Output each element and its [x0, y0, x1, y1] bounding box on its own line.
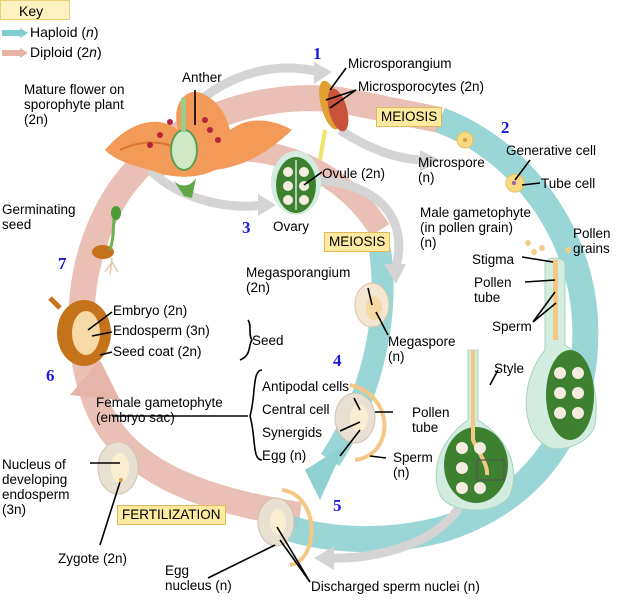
label-synergids: Synergids [262, 425, 323, 440]
pollen-grains [525, 240, 571, 255]
ovary-illustration [271, 151, 321, 215]
leader-lines [87, 67, 557, 583]
label-ovary: Ovary [273, 219, 310, 234]
label-microsporangium: Microsporangium [348, 56, 452, 71]
process-arrowhead-fertilization [314, 546, 334, 570]
process-arrowhead-top [314, 62, 332, 84]
process-arrowhead-microspore [420, 150, 440, 172]
label-sperm-top: Sperm [492, 319, 532, 334]
step-number-6: 6 [46, 366, 55, 385]
key-title: Key [0, 0, 70, 20]
label-microspore: Microspore(n) [418, 155, 485, 185]
label-sperm-mid: Sperm(n) [393, 450, 433, 480]
label-megaspore: Megaspore(n) [388, 334, 456, 364]
label-central-cell: Central cell [262, 402, 330, 417]
fertilization-box: FERTILIZATION [117, 505, 226, 525]
label-zygote: Zygote (2n) [58, 551, 128, 566]
label-microsporocytes: Microsporocytes (2n) [358, 79, 485, 94]
label-embryo: Embryo (2n) [113, 303, 188, 318]
label-anther: Anther [182, 70, 222, 85]
germinating-seed-illustration [92, 206, 121, 276]
step-number-7: 7 [58, 254, 67, 273]
step-number-3: 3 [242, 218, 251, 237]
endosperm-ovule [97, 441, 139, 495]
label-megasporangium: Megasporangium(2n) [246, 265, 351, 295]
process-arrow-microspore [337, 126, 426, 165]
step-number-1: 1 [313, 44, 322, 63]
label-female-gametophyte: Female gametophyte(embryo sac) [96, 395, 223, 425]
step-number-2: 2 [501, 118, 510, 137]
label-tube-cell: Tube cell [541, 176, 596, 191]
arrow-right-icon [2, 28, 28, 38]
embryo-sac-brace [249, 369, 263, 461]
label-stigma: Stigma [472, 252, 515, 267]
flower-illustration [105, 91, 292, 198]
diploid-cycle-arrow [68, 85, 443, 528]
process-arrowhead-ovary [258, 194, 276, 216]
process-arrow-ovary [146, 166, 263, 211]
label-generative-cell: Generative cell [506, 143, 597, 158]
arrow-right-icon [2, 48, 28, 58]
seed-illustration [48, 296, 111, 366]
label-ovule: Ovule (2n) [322, 166, 386, 181]
label-antipodal-cells: Antipodal cells [262, 379, 350, 394]
label-style: Style [494, 361, 525, 376]
seed-brace [239, 319, 254, 361]
carpel-middle [435, 349, 515, 511]
meiosis-box-female: MEIOSIS [324, 232, 391, 252]
label-discharged-sperm: Discharged sperm nuclei (n) [311, 579, 480, 594]
label-male-gametophyte: Male gametophyte(in pollen grain)(n) [420, 205, 532, 250]
fertilization-ovule [257, 488, 314, 567]
step-number-4: 4 [333, 351, 342, 370]
step-number-5: 5 [333, 496, 342, 515]
process-arrow-megasporangium [319, 175, 404, 272]
label-endosperm: Endosperm (3n) [113, 323, 210, 338]
meiosis-box-male: MEIOSIS [376, 107, 443, 127]
process-arrowhead-megasporangium [384, 264, 406, 284]
diploid-arrowhead [70, 360, 120, 400]
carpel-right [525, 257, 597, 450]
label-egg: Egg (n) [262, 448, 307, 463]
haploid-arrowhead [305, 445, 345, 500]
label-seed-coat: Seed coat (2n) [113, 344, 202, 359]
label-seed: Seed [252, 333, 284, 348]
